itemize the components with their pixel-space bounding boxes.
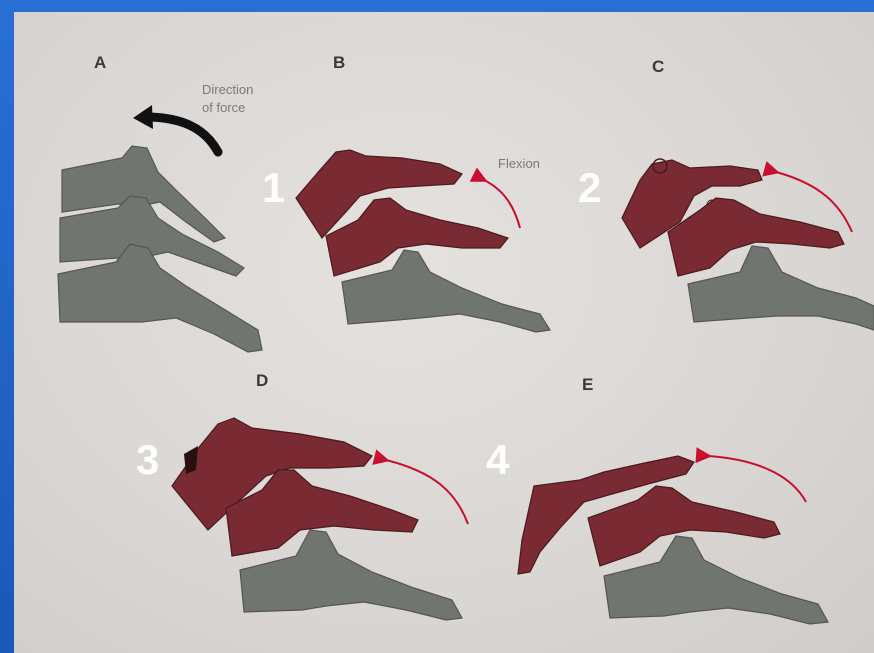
panel-b: B 1 Flexion — [262, 53, 550, 332]
panel-b-number: 1 — [262, 164, 285, 211]
panel-d: D 3 — [136, 371, 468, 620]
panel-a: A Direction of force — [58, 53, 262, 352]
panel-e-number: 4 — [486, 436, 510, 483]
panel-e-letter: E — [582, 375, 593, 394]
panel-c: C 2 — [578, 57, 874, 330]
panel-a-letter: A — [94, 53, 106, 72]
direction-of-force-label-line2: of force — [202, 100, 245, 115]
direction-of-force-label-line1: Direction — [202, 82, 253, 97]
flexion-arrow-e-icon — [708, 456, 806, 502]
panel-c-number: 2 — [578, 164, 601, 211]
panel-b-letter: B — [333, 53, 345, 72]
flexion-label: Flexion — [498, 156, 540, 171]
panel-d-letter: D — [256, 371, 268, 390]
panel-c-letter: C — [652, 57, 664, 76]
flexion-arrow-b-icon — [484, 180, 520, 228]
panel-d-number: 3 — [136, 436, 159, 483]
panel-e: E 4 — [486, 375, 828, 624]
